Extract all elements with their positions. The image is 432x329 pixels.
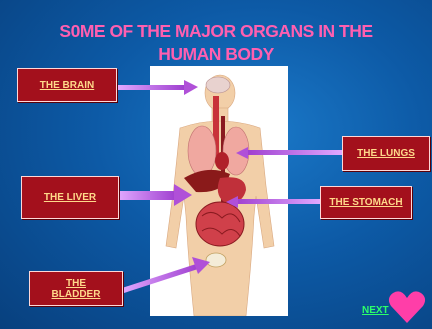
liver-label-text: THE LIVER <box>44 192 96 203</box>
next-link[interactable]: NEXT <box>362 305 389 316</box>
brain-label-button[interactable]: THE BRAIN <box>17 68 117 102</box>
liver-label-button[interactable]: THE LIVER <box>21 176 119 219</box>
lungs-label-button[interactable]: THE LUNGS <box>342 136 430 171</box>
stomach-arrow <box>226 196 320 208</box>
bladder-label-line2: BLADDER <box>52 289 101 300</box>
bladder-label-line1: THE <box>66 278 86 289</box>
stomach-label-button[interactable]: THE STOMACH <box>320 186 412 219</box>
stomach-label-text: THE STOMACH <box>329 197 402 208</box>
liver-arrow <box>118 184 192 206</box>
brain-label-text: THE BRAIN <box>40 80 94 91</box>
bladder-label-button[interactable]: THE BLADDER <box>29 271 123 306</box>
lungs-arrow <box>236 147 342 159</box>
lungs-label-text: THE LUNGS <box>357 148 415 159</box>
bladder-arrow <box>122 257 210 293</box>
brain-arrow <box>118 80 198 95</box>
heart-icon[interactable] <box>388 290 426 324</box>
